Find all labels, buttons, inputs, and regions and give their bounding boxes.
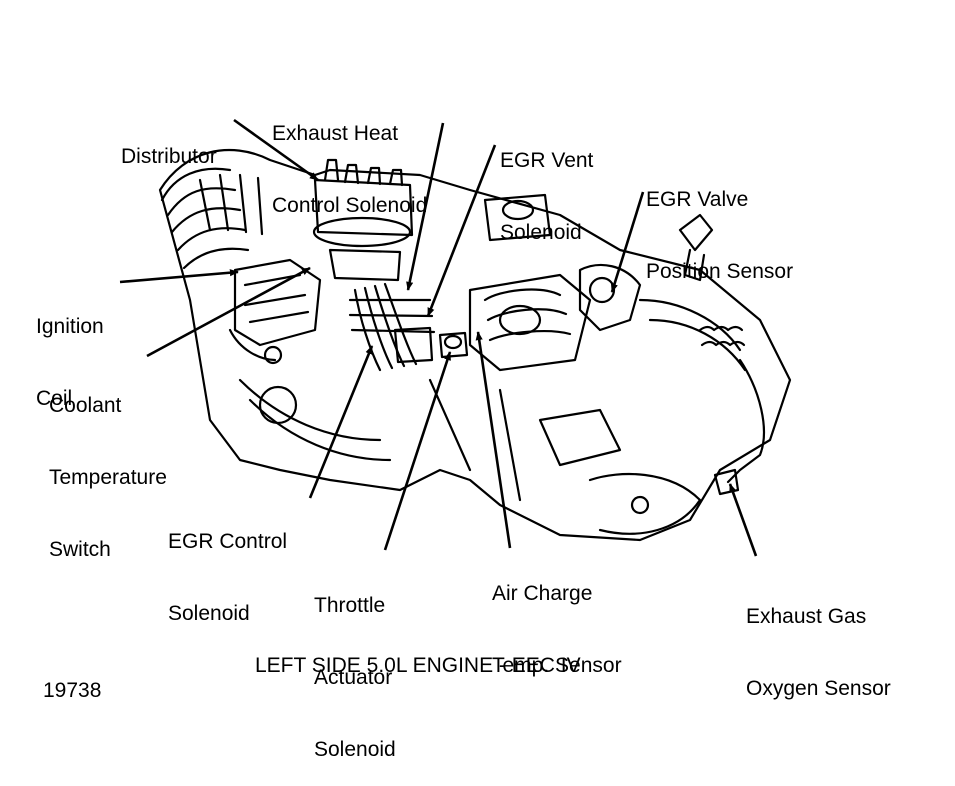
label-egr-valve-position-sensor: EGR Valve Position Sensor [646,140,793,308]
label-egr-control-solenoid: EGR Control Solenoid [168,482,287,650]
label-line: EGR Control [168,530,288,553]
label-ignition-coil: Ignition Coil [36,267,104,435]
arrow-egr-control [308,345,374,499]
label-line: Solenoid [314,738,396,761]
label-line: EGR Vent [500,149,594,172]
label-line: Air Charge [492,582,593,605]
label-line: Position Sensor [646,260,794,283]
arrow-air-charge-temp [475,331,512,549]
label-distributor: Distributor [121,97,217,193]
arrow-exhaust-heat-control [406,122,445,291]
label-line: Solenoid [168,602,250,625]
arrow-distributor [233,118,319,182]
arrow-ignition-coil [119,269,239,284]
arrow-exhaust-gas-oxygen [728,483,758,557]
label-line: Solenoid [500,221,582,244]
arrow-throttle-actuator [383,351,452,551]
label-line: Distributor [121,145,217,168]
arrow-egr-valve-position [610,191,645,293]
label-line: Coolant [49,394,122,417]
label-line: Temp. Sensor [492,654,622,677]
figure-caption: LEFT SIDE 5.0L ENGINE - EEC IV [255,654,581,677]
label-line: EGR Valve [646,188,749,211]
label-line: Throttle [314,594,386,617]
arrow-egr-vent [426,144,497,317]
label-line: Ignition [36,315,104,338]
label-exhaust-heat-control-solenoid: Exhaust Heat Control Solenoid [272,74,427,242]
label-line: Coil [36,387,73,410]
arrow-coolant-temp [146,266,311,358]
label-line: Control Solenoid [272,194,428,217]
label-air-charge-temp-sensor: Air Charge Temp. Sensor [492,534,622,702]
label-exhaust-gas-oxygen-sensor: Exhaust Gas Oxygen Sensor [746,557,891,725]
leader-lines [119,118,758,557]
engine-illustration [158,148,792,542]
label-line: Actuator [314,666,393,689]
label-coolant-temperature-switch: Coolant Temperature Switch [49,346,167,586]
label-throttle-actuator-solenoid: Throttle Actuator Solenoid [314,546,396,786]
label-line: Temperature [49,466,167,489]
label-line: Oxygen Sensor [746,677,891,700]
label-line: Exhaust Gas [746,605,867,628]
label-egr-vent-solenoid: EGR Vent Solenoid [500,101,593,269]
figure-number: 19738 [43,679,102,702]
label-line: Switch [49,538,111,561]
label-line: Exhaust Heat [272,122,399,145]
